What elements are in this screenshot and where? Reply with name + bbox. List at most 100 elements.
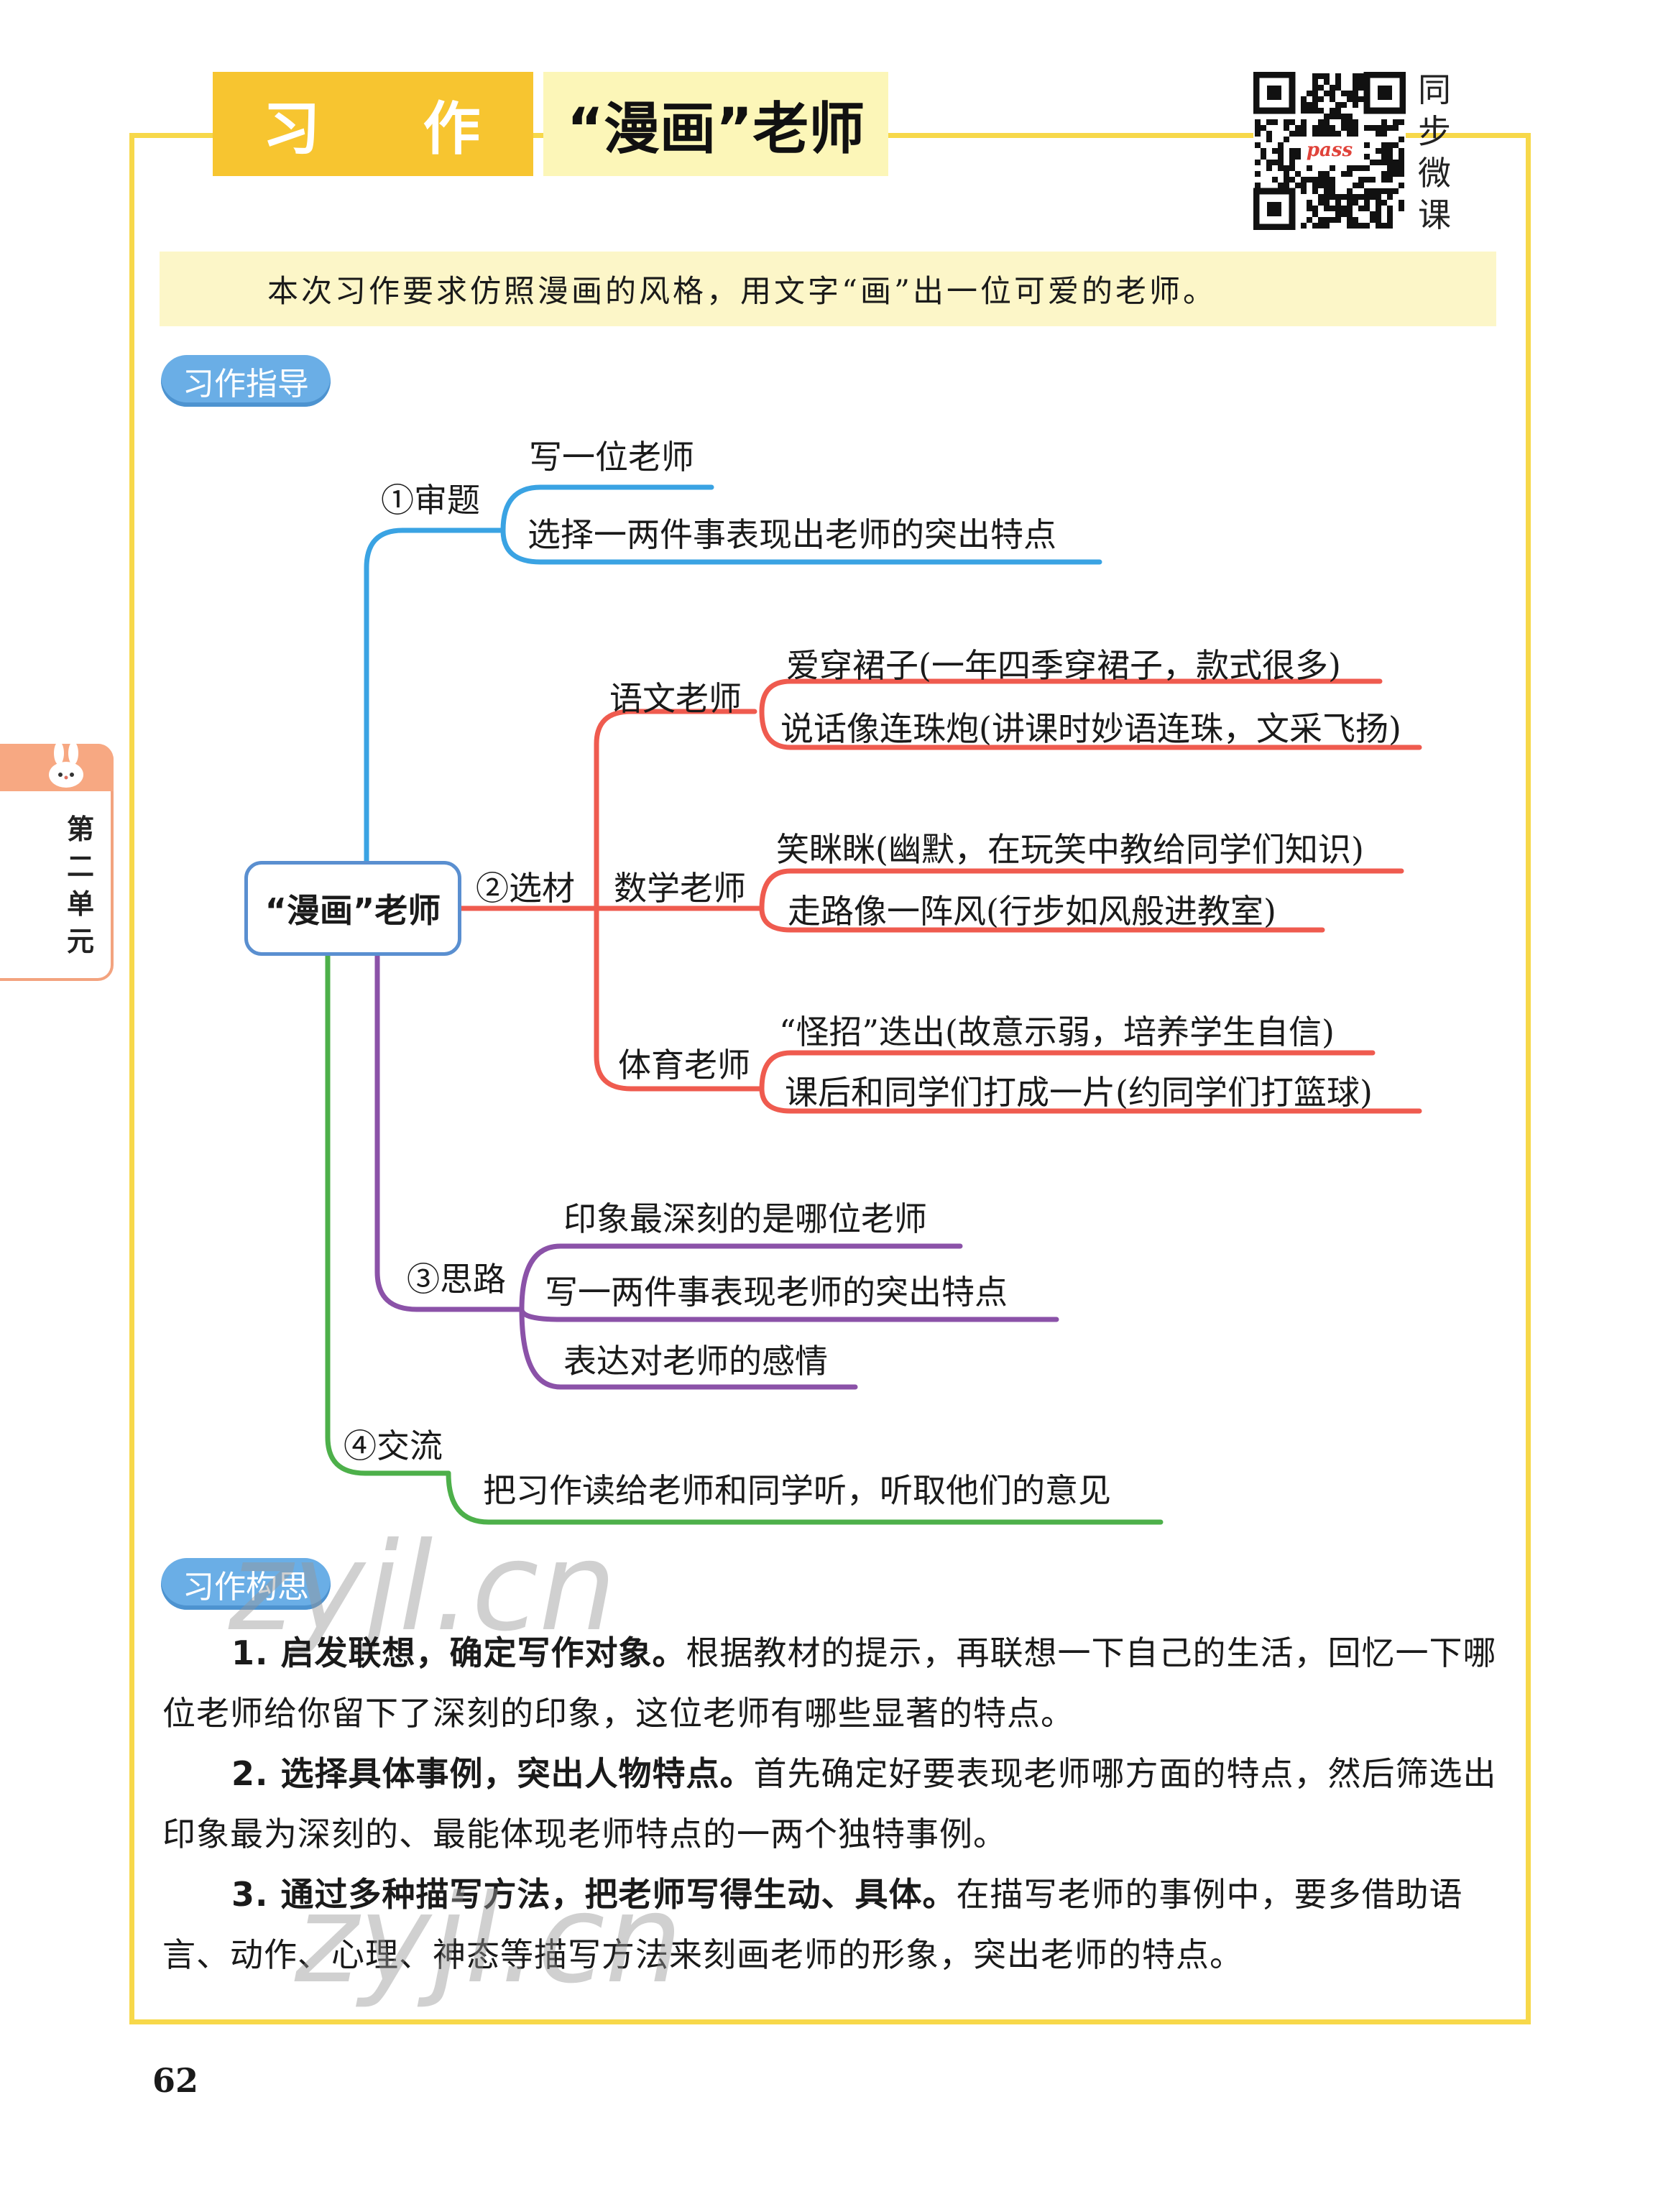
qr-module: [1278, 160, 1284, 165]
qr-module: [1284, 171, 1289, 177]
qr-module: [1364, 165, 1370, 171]
qr-module: [1347, 223, 1353, 229]
qr-module: [1312, 91, 1318, 96]
qr-module: [1387, 154, 1393, 160]
qr-module: [1284, 125, 1289, 131]
qr-module: [1295, 131, 1301, 137]
qr-module: [1381, 142, 1387, 148]
mindmap-leaf: 课后和同学们打成一片(约同学们打篮球): [785, 1073, 1373, 1112]
plan-paragraph-3: 3. 通过多种描写方法，把老师写得生动、具体。在描写老师的事例中，要多借助语言、…: [162, 1864, 1499, 1985]
qr-module: [1358, 79, 1364, 85]
qr-module: [1324, 194, 1330, 200]
mindmap-leaf: 表达对老师的感情: [563, 1342, 828, 1381]
qr-module: [1330, 91, 1335, 96]
unit-side-text: 第 二 单 元: [60, 811, 101, 960]
qr-module: [1335, 131, 1341, 137]
mindmap-branch-label: ③思路: [407, 1260, 506, 1299]
qr-module: [1399, 183, 1404, 188]
qr-module: [1387, 160, 1393, 165]
qr-module: [1289, 154, 1295, 160]
intro-text: 本次习作要求仿照漫画的风格，用文字“画”出一位可爱的老师。: [267, 274, 1217, 310]
qr-module: [1330, 183, 1335, 188]
qr-module: [1364, 206, 1370, 211]
qr-module: [1312, 79, 1318, 85]
qr-module: [1393, 125, 1399, 131]
qr-code[interactable]: pass: [1253, 72, 1406, 230]
qr-module: [1341, 125, 1347, 131]
qr-module: [1318, 223, 1324, 229]
qr-module: [1364, 142, 1370, 148]
qr-module: [1324, 73, 1330, 79]
qr-module: [1330, 165, 1335, 171]
qr-module: [1301, 223, 1307, 229]
qr-module: [1318, 96, 1324, 102]
qr-module: [1370, 217, 1376, 223]
qr-module: [1301, 108, 1307, 114]
qr-module: [1370, 194, 1376, 200]
qr-module: [1347, 171, 1353, 177]
qr-module: [1358, 96, 1364, 102]
qr-module: [1272, 119, 1278, 125]
qr-module: [1330, 108, 1335, 114]
qr-module: [1301, 188, 1307, 194]
qr-module: [1381, 188, 1387, 194]
qr-module: [1330, 206, 1335, 211]
mindmap-leaf: 笑眯眯(幽默，在玩笑中教给同学们知识): [776, 830, 1364, 869]
qr-module: [1330, 131, 1335, 137]
qr-module: [1341, 114, 1347, 119]
qr-module: [1399, 206, 1404, 211]
qr-module: [1358, 85, 1364, 91]
page-title: “漫画”老师: [543, 72, 888, 176]
qr-module: [1347, 114, 1353, 119]
qr-caption-char: 同: [1418, 70, 1451, 109]
section-pill-plan: 习作构思: [161, 1558, 331, 1610]
mindmap-teacher-label: 数学老师: [614, 869, 746, 908]
qr-module: [1307, 206, 1312, 211]
qr-module: [1353, 79, 1358, 85]
qr-module: [1330, 114, 1335, 119]
qr-module: [1255, 160, 1261, 165]
qr-module: [1272, 177, 1278, 183]
qr-module: [1364, 125, 1370, 131]
qr-module: [1312, 102, 1318, 108]
qr-module: [1387, 194, 1393, 200]
qr-module: [1255, 183, 1261, 188]
qr-module: [1341, 91, 1347, 96]
qr-module: [1335, 85, 1341, 91]
qr-module: [1307, 217, 1312, 223]
qr-module: [1295, 125, 1301, 131]
qr-module: [1272, 160, 1278, 165]
qr-module: [1266, 119, 1272, 125]
qr-module: [1266, 165, 1272, 171]
qr-module: [1387, 148, 1393, 154]
qr-module: [1330, 96, 1335, 102]
qr-module: [1312, 73, 1318, 79]
qr-module: [1330, 85, 1335, 91]
qr-module: [1312, 183, 1318, 188]
qr-module: [1312, 85, 1318, 91]
qr-module: [1295, 154, 1301, 160]
qr-module: [1318, 177, 1324, 183]
qr-module: [1364, 200, 1370, 206]
qr-module: [1255, 125, 1261, 131]
section-pill-text: 习作指导: [183, 366, 309, 402]
qr-module: [1347, 125, 1353, 131]
mindmap-leaf: “怪招”迭出(故意示弱，培养学生自信): [779, 1013, 1335, 1051]
qr-module: [1324, 114, 1330, 119]
qr-module: [1364, 188, 1370, 194]
qr-module: [1284, 137, 1289, 142]
paragraph-text: 在描写老师的事例中，要多借助语言、动作、心理、神态等描写方法来刻画老师的形象，突…: [162, 1875, 1463, 1974]
qr-module: [1318, 194, 1324, 200]
qr-module: [1278, 183, 1284, 188]
qr-module: [1341, 211, 1347, 217]
qr-module: [1324, 206, 1330, 211]
qr-module: [1353, 194, 1358, 200]
qr-module: [1307, 165, 1312, 171]
qr-module: [1335, 73, 1341, 79]
qr-module: [1347, 206, 1353, 211]
qr-module: [1370, 188, 1376, 194]
qr-module: [1399, 171, 1404, 177]
qr-module: [1255, 131, 1261, 137]
qr-module: [1399, 137, 1404, 142]
